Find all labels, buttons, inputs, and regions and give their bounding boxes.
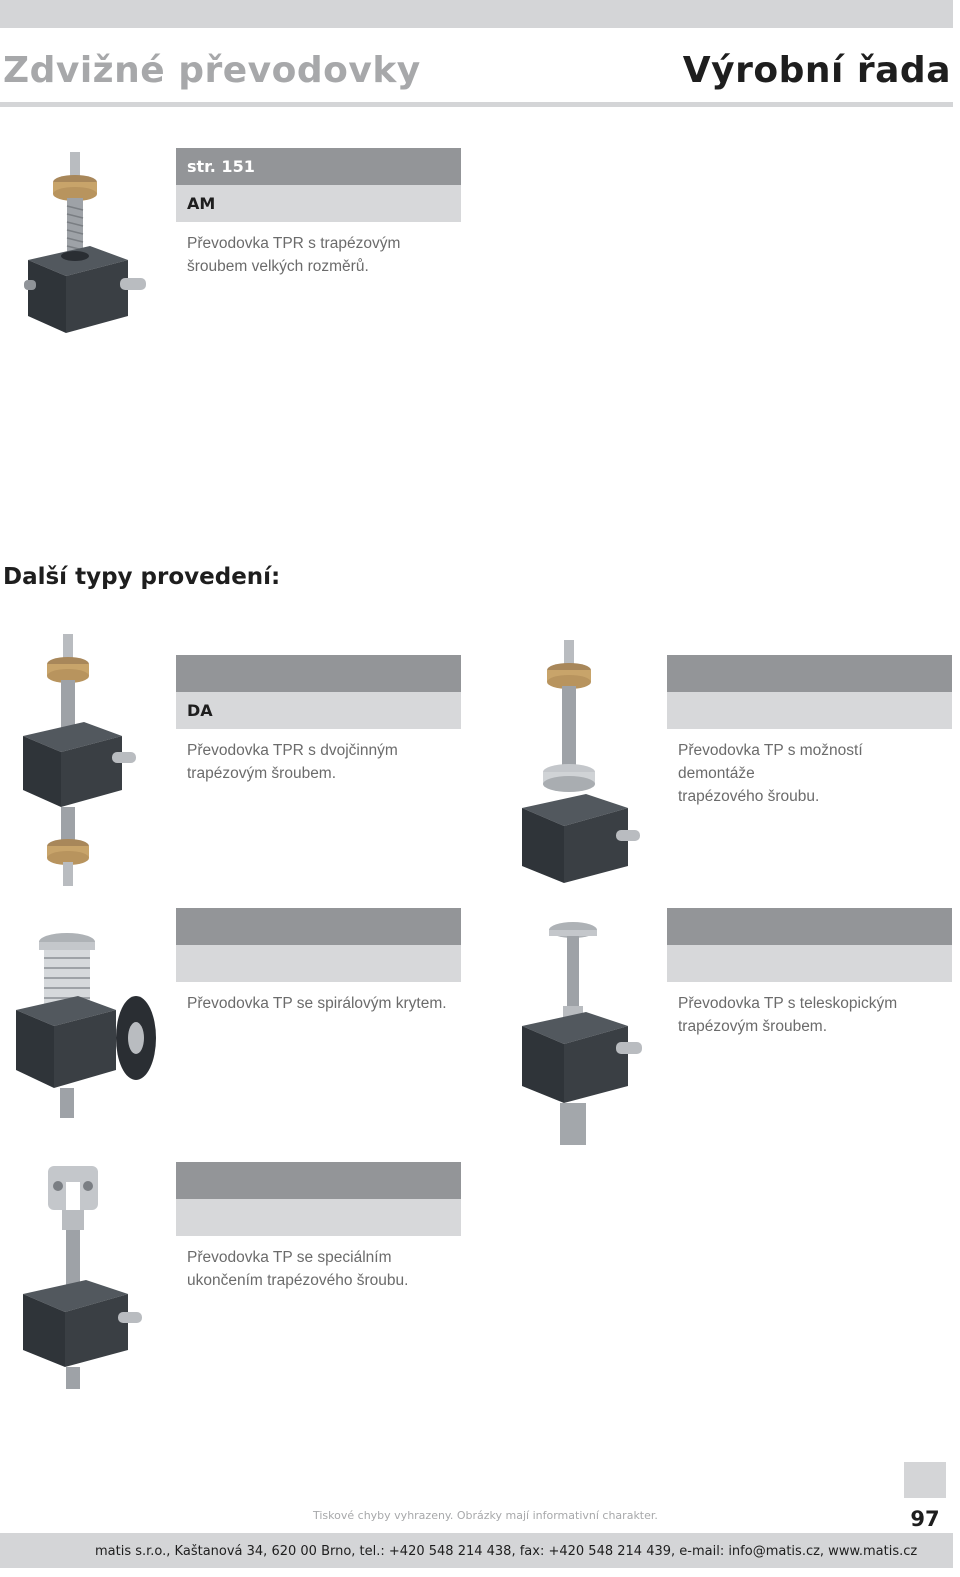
product-image-spiral-cover — [16, 933, 156, 1118]
variant-code — [667, 692, 952, 729]
product-image-am — [24, 152, 146, 333]
product-image-da — [23, 634, 136, 886]
variant-bar — [176, 908, 461, 945]
product-image-special-end — [23, 1166, 142, 1389]
footer-bar — [0, 1533, 953, 1568]
top-band — [0, 0, 953, 28]
product-card-am: str. 151 AM Převodovka TPR s trapézovým … — [176, 148, 461, 288]
footer-disclaimer: Tiskové chyby vyhrazeny. Obrázky mají in… — [313, 1509, 658, 1522]
product-image-telescopic-screw — [522, 922, 642, 1145]
variant-bar — [667, 908, 952, 945]
variant-bar — [176, 655, 461, 692]
variant-code: DA — [176, 692, 461, 729]
variant-card-spiral-cover: Převodovka TP se spirálovým krytem. — [176, 908, 461, 1025]
variant-description: Převodovka TP s teleskopickým trapézovým… — [678, 995, 898, 1035]
variant-description: Převodovka TP se spirálovým krytem. — [187, 995, 447, 1012]
product-code: AM — [176, 185, 461, 222]
variant-card-da: DA Převodovka TPR s dvojčinným trapézový… — [176, 655, 461, 795]
product-image-removable-screw — [522, 640, 640, 883]
page-title-right: Výrobní řada — [682, 50, 951, 91]
product-description: Převodovka TPR s trapézovým šroubem velk… — [187, 235, 401, 275]
variant-description: Převodovka TP s možností demontáže trapé… — [678, 742, 863, 805]
variant-card-special-end: Převodovka TP se speciálním ukončením tr… — [176, 1162, 461, 1302]
variant-code — [667, 945, 952, 982]
variant-description: Převodovka TP se speciálním ukončením tr… — [187, 1249, 409, 1289]
variant-bar — [176, 1162, 461, 1199]
variant-card-removable-screw: Převodovka TP s možností demontáže trapé… — [667, 655, 952, 818]
footer-contact: matis s.r.o., Kaštanová 34, 620 00 Brno,… — [95, 1544, 918, 1559]
section-heading: Další typy provedení: — [3, 564, 281, 590]
variant-code — [176, 1199, 461, 1236]
page-reference: str. 151 — [176, 148, 461, 185]
variant-card-telescopic-screw: Převodovka TP s teleskopickým trapézovým… — [667, 908, 952, 1048]
title-rule — [0, 102, 953, 107]
variant-bar — [667, 655, 952, 692]
page-title-left: Zdvižné převodovky — [3, 50, 421, 91]
variant-description: Převodovka TPR s dvojčinným trapézovým š… — [187, 742, 398, 782]
variant-code — [176, 945, 461, 982]
